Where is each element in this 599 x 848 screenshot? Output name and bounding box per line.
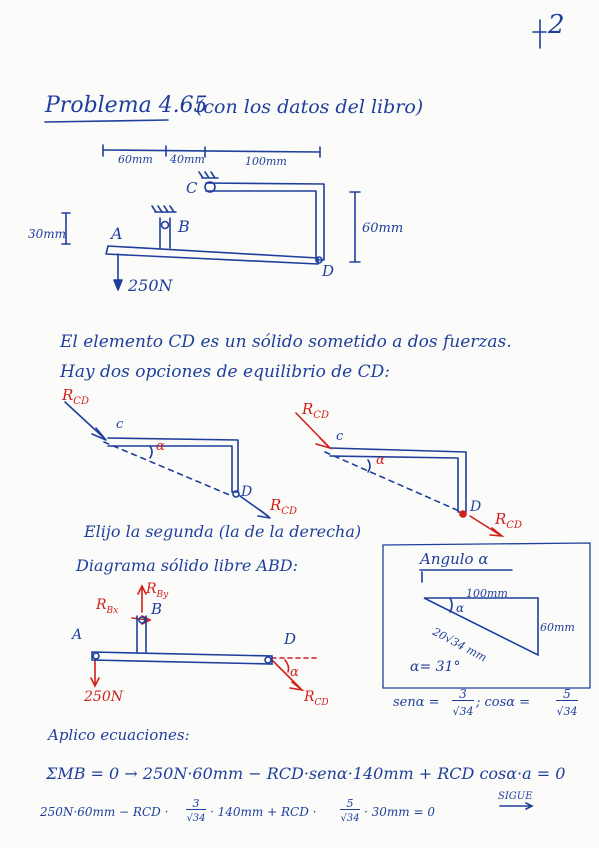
opt2-rcd-out-label: RCD: [495, 510, 522, 531]
angle-triangle: [423, 597, 539, 657]
option1-member: [107, 437, 239, 493]
dim-60v: [349, 191, 361, 263]
member-cd: [205, 182, 325, 261]
alpha-value: α= 31°: [410, 659, 461, 675]
opt2-rcd-in-label: RCD: [302, 400, 329, 421]
opt1-rcd-out-label: RCD: [270, 496, 297, 517]
fbd-rby-label: RBy: [146, 581, 169, 600]
fbd-load-label: 250N: [84, 689, 123, 705]
label-d: D: [322, 262, 335, 280]
opt2-label-c: c: [336, 429, 344, 444]
title-underline: [44, 119, 169, 123]
fbd-rcd-arrow: [271, 659, 301, 689]
sen-num: 3: [452, 688, 474, 701]
opt2-alpha: α: [376, 453, 385, 468]
choice-line: Elijo la segunda (la de la derecha): [84, 522, 362, 541]
sen-den: √34: [452, 705, 474, 718]
equation-2-part-c: · 30mm = 0: [364, 805, 435, 819]
dim-line-top: [102, 149, 321, 153]
angle-box-title: Angulo α: [420, 550, 489, 568]
angle-box: [382, 542, 591, 689]
page-corner-mark: [532, 19, 547, 49]
fbd-rcd-label: RCD: [304, 689, 329, 708]
fbd-label-d: D: [284, 630, 297, 648]
page-title: Problema 4.65: [45, 93, 208, 118]
eq2-frac2-den: √34: [340, 813, 360, 824]
dim-60v-label: 60mm: [362, 221, 404, 236]
label-a: A: [111, 224, 123, 243]
apply-equations: Aplico ecuaciones:: [48, 726, 190, 744]
dim-60-label: 60mm: [118, 153, 153, 166]
label-c: C: [186, 179, 198, 197]
dim-40-label: 40mm: [170, 153, 205, 166]
sen-label: senα =: [393, 695, 440, 710]
eq2-frac2-num: 5: [340, 798, 360, 810]
option2-member: [329, 447, 467, 513]
fbd-bar: [91, 651, 273, 665]
fbd-label-b: B: [151, 600, 163, 618]
eq2-frac1-den: √34: [186, 813, 206, 824]
cos-den: √34: [556, 705, 578, 718]
label-b: B: [178, 217, 190, 236]
opt1-rcd-in-label: RCD: [62, 386, 89, 407]
fbd-rbx-label: RBx: [96, 597, 119, 616]
opt2-label-d: D: [470, 499, 482, 515]
cos-num: 5: [556, 688, 578, 701]
angle-right-label: 60mm: [540, 621, 575, 634]
eq2-frac1-num: 3: [186, 798, 206, 810]
statement-line-2: Hay dos opciones de equilibrio de CD:: [60, 362, 391, 382]
dim-30-label: 30mm: [28, 227, 67, 241]
statement-line-1: El elemento CD es un sólido sometido a d…: [60, 332, 512, 352]
sigue-label: SIGUE: [498, 791, 533, 802]
cos-label: ; cosα =: [476, 695, 531, 710]
title-note: (con los datos del libro): [196, 96, 424, 118]
opt1-alpha: α: [156, 439, 165, 454]
fbd-alpha: α: [290, 665, 299, 680]
page-number: 2: [548, 10, 565, 40]
load-label: 250N: [128, 276, 173, 295]
fbd-title: Diagrama sólido libre ABD:: [76, 556, 298, 575]
equation-1: ΣMB = 0 → 250N·60mm − RCD·senα·140mm + R…: [46, 764, 566, 783]
dim-100-label: 100mm: [245, 155, 287, 168]
equation-2-part-a: 250N·60mm − RCD ·: [40, 805, 169, 819]
fbd-label-a: A: [72, 627, 83, 643]
opt1-label-d: D: [241, 484, 253, 500]
bar-ad: [105, 245, 319, 265]
opt1-label-c: c: [116, 417, 124, 432]
equation-2-part-b: · 140mm + RCD ·: [210, 805, 317, 819]
angle-top-label: 100mm: [466, 587, 508, 600]
option2-rcd-out: [469, 515, 501, 536]
dim-30: [61, 212, 71, 245]
angle-alpha: α: [456, 601, 465, 615]
